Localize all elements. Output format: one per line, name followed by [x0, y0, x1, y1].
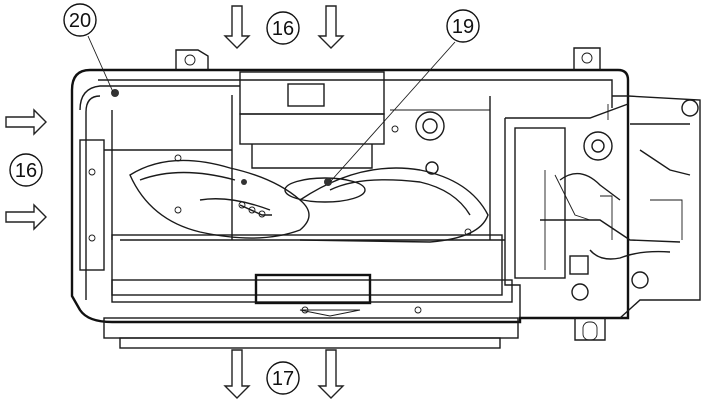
top-duct	[239, 71, 385, 185]
arrow-top-left	[223, 5, 251, 49]
mechanism-box	[504, 95, 701, 319]
arrow-left-lower	[5, 203, 47, 231]
leader-line-20	[87, 35, 114, 93]
svg-text:19: 19	[452, 16, 474, 38]
svg-text:16: 16	[15, 160, 37, 182]
svg-text:17: 17	[272, 368, 294, 390]
fan-hub	[324, 178, 332, 186]
screw	[241, 179, 247, 185]
outer-housing	[70, 47, 630, 349]
arrow-bottom-left	[223, 349, 251, 399]
callout-16-left: 16	[9, 153, 43, 187]
arrow-top-right	[317, 5, 345, 49]
arrow-left-upper	[5, 108, 47, 136]
arrow-bottom-right	[317, 349, 345, 399]
svg-text:20: 20	[69, 10, 91, 32]
blower-fan	[129, 159, 489, 243]
leader-line-19	[329, 41, 456, 183]
callout-20: 20	[63, 3, 97, 37]
callout-19: 19	[446, 9, 480, 43]
callout-17: 17	[266, 361, 300, 395]
svg-text:16: 16	[272, 18, 294, 40]
callout-16-top: 16	[266, 11, 300, 45]
detail-marks	[88, 89, 472, 317]
